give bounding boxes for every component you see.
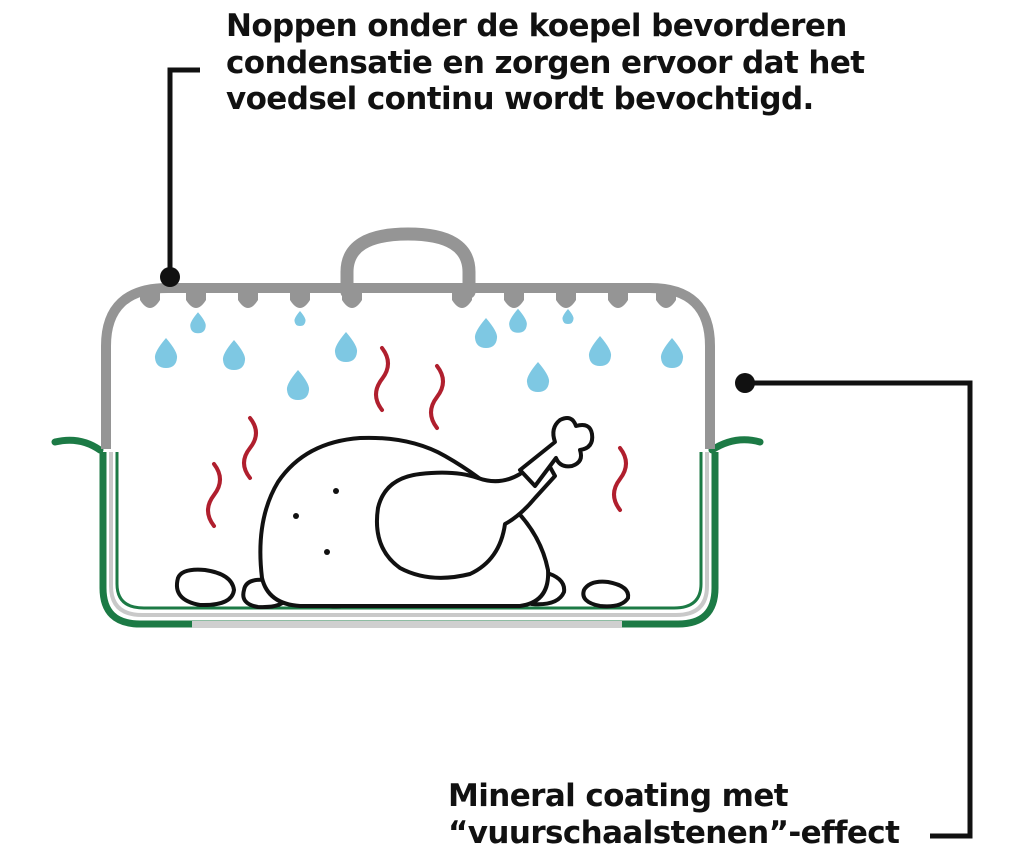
chicken-dot bbox=[324, 549, 330, 555]
condensation-drop-icon bbox=[660, 338, 684, 368]
condensation-drops bbox=[154, 308, 684, 400]
lid-bumps bbox=[140, 292, 676, 308]
steam-wisps bbox=[206, 346, 628, 528]
condensation-drop-icon bbox=[562, 309, 574, 324]
steam-icon bbox=[242, 416, 258, 480]
chicken-dot bbox=[333, 488, 339, 494]
chicken-dot bbox=[293, 513, 299, 519]
condensation-drop-icon bbox=[474, 318, 498, 348]
caption-line: voedsel continu wordt bevochtigd. bbox=[226, 81, 814, 118]
condensation-drop-icon bbox=[294, 311, 306, 326]
lid-bump bbox=[238, 292, 258, 308]
lid-dome bbox=[101, 283, 715, 449]
pot-bottom-plate bbox=[192, 621, 622, 628]
callout-bottom bbox=[735, 373, 973, 839]
caption-line: condensatie en zorgen ervoor dat het bbox=[226, 44, 865, 81]
condensation-drop-icon bbox=[588, 336, 612, 366]
callout-top-dot bbox=[160, 267, 180, 287]
steam-icon bbox=[374, 346, 390, 412]
lid-bump bbox=[608, 292, 628, 308]
steam-icon bbox=[612, 446, 628, 512]
condensation-drop-icon bbox=[334, 332, 358, 362]
condensation-drop-icon bbox=[526, 362, 550, 392]
lid-bump bbox=[186, 292, 206, 308]
lid-bump bbox=[452, 292, 472, 308]
caption-line: Noppen onder de koepel bevorderen bbox=[226, 8, 847, 44]
condensation-drop-icon bbox=[222, 340, 246, 370]
condensation-drop-icon bbox=[286, 370, 310, 400]
condensation-drop-icon bbox=[509, 308, 527, 333]
callout-bottom-dot bbox=[735, 373, 755, 393]
steam-icon bbox=[206, 462, 222, 528]
pot-inner-lining bbox=[109, 452, 709, 617]
chicken-thigh bbox=[375, 456, 557, 580]
condensation-drop-icon bbox=[190, 312, 206, 334]
lid-bump bbox=[342, 292, 362, 308]
lid-knob bbox=[340, 227, 476, 299]
lid bbox=[101, 227, 715, 449]
condensation-caption: Noppen onder de koepel bevorderen conden… bbox=[226, 8, 865, 118]
coating-caption: Mineral coating met “vuurschaalstenen”-e… bbox=[448, 778, 900, 851]
stone-icon bbox=[581, 579, 631, 609]
lid-bump bbox=[140, 292, 160, 308]
lid-bump bbox=[290, 292, 310, 308]
roast-chicken-icon bbox=[258, 416, 595, 608]
lid-bump bbox=[656, 292, 676, 308]
caption-line: Mineral coating met bbox=[448, 778, 789, 814]
pot-left-handle bbox=[51, 436, 104, 454]
condensation-drop-icon bbox=[154, 338, 178, 368]
callout-top bbox=[160, 67, 200, 287]
callout-top-leader bbox=[167, 67, 200, 276]
callout-bottom-leader bbox=[745, 380, 973, 839]
chicken-drumstick-bone bbox=[518, 416, 595, 488]
pot-right-handle bbox=[708, 436, 764, 454]
steam-icon bbox=[429, 364, 445, 430]
lid-bump bbox=[556, 292, 576, 308]
stone-icon bbox=[175, 567, 237, 608]
caption-line: “vuurschaalstenen”-effect bbox=[448, 814, 900, 851]
lid-bump bbox=[504, 292, 524, 308]
